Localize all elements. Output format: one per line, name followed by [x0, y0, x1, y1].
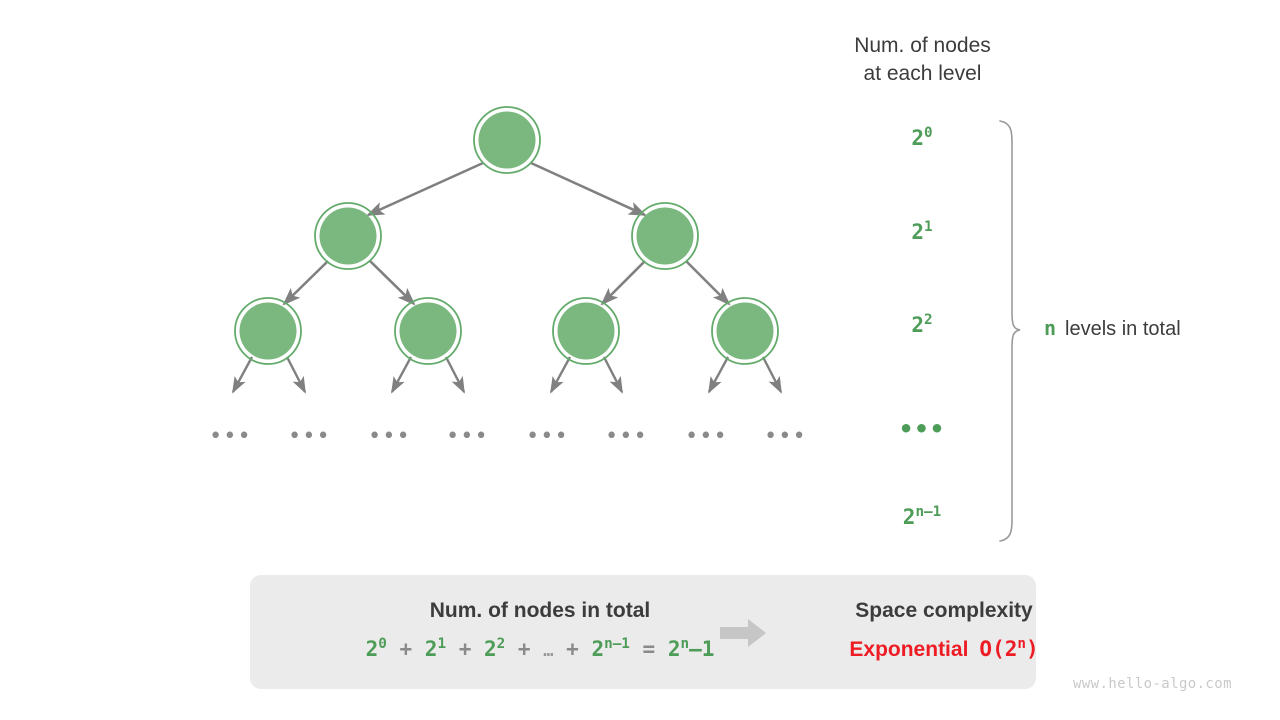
- tree-node-l1-0: [314, 202, 382, 270]
- level-label-exponent: n–1: [915, 504, 942, 520]
- edge-l2c-right: [602, 356, 624, 394]
- tree-ellipsis: •••: [764, 424, 807, 449]
- level-label-2: 22: [847, 313, 997, 337]
- tree-node-l2-3: [711, 297, 779, 365]
- level-label-ellipsis: •••: [847, 415, 997, 443]
- edge-l2d-left: [707, 356, 730, 394]
- formula-operator: +: [458, 637, 472, 661]
- levels-total-text: levels in total: [1065, 318, 1181, 340]
- summary-panel: Num. of nodes in total 20 + 21 + 22 + … …: [250, 575, 1039, 689]
- edge-root-left: [366, 161, 484, 217]
- level-label-base: 2: [911, 313, 925, 337]
- level-label-last: 2n–1: [847, 505, 997, 529]
- formula-result: 2n–1: [667, 636, 715, 661]
- edge-l1b-right: [685, 260, 731, 306]
- edge-l2d-right: [761, 356, 783, 394]
- formula-operator: +: [517, 637, 531, 661]
- tree-node-l2-2: [552, 297, 620, 365]
- watermark: www.hello-algo.com: [1073, 676, 1232, 692]
- levels-variable: n: [1044, 316, 1057, 340]
- edge-root-right: [530, 161, 647, 217]
- tree-ellipsis: •••: [368, 424, 411, 449]
- edge-l2c-left: [549, 356, 572, 394]
- edge-l2a-right: [285, 356, 307, 394]
- tree-ellipsis: •••: [526, 424, 569, 449]
- level-label-base: •••: [898, 415, 946, 443]
- tree-ellipsis: •••: [685, 424, 728, 449]
- space-complexity-title: Space complexity: [855, 599, 1033, 622]
- formula-term-last: 2n–1: [591, 636, 630, 661]
- levels-total-note: n levels in total: [1044, 316, 1181, 341]
- edge-l2b-right: [444, 356, 466, 394]
- edge-l1b-left: [600, 260, 646, 306]
- levels-brace: [999, 120, 1021, 542]
- formula-equals: =: [642, 637, 656, 661]
- levels-column-header-line1: Num. of nodes: [854, 34, 991, 57]
- edge-l1a-right: [369, 260, 416, 306]
- tree-edges-level-2: [231, 356, 783, 394]
- tree-node-l2-0: [234, 297, 302, 365]
- level-label-base: 2: [911, 126, 925, 150]
- nodes-total-formula: 20 + 21 + 22 + … + 2n–1 = 2n–1: [362, 637, 718, 661]
- tree-ellipsis: •••: [446, 424, 489, 449]
- formula-term-2: 22: [484, 636, 506, 661]
- formula-operator: +: [566, 637, 579, 661]
- edge-l2b-left: [390, 356, 413, 394]
- tree-ellipsis: •••: [209, 424, 252, 449]
- tree-nodes: [234, 106, 779, 365]
- complexity-word: Exponential: [849, 638, 969, 661]
- formula-operator: +: [399, 637, 413, 661]
- edge-l1a-left: [282, 260, 329, 306]
- level-label-base: 2: [902, 505, 916, 529]
- tree-node-root: [473, 106, 541, 174]
- nodes-total-title: Num. of nodes in total: [429, 599, 651, 622]
- level-label-exponent: 1: [924, 219, 933, 235]
- right-arrow-icon: [720, 619, 766, 647]
- level-label-exponent: 0: [924, 125, 933, 141]
- tree-node-l2-1: [394, 297, 462, 365]
- edge-l2a-left: [231, 356, 254, 394]
- tree-node-l1-1: [631, 202, 699, 270]
- complexity-notation: O(2n): [979, 636, 1039, 661]
- levels-column-header: Num. of nodes at each level: [780, 32, 1065, 88]
- levels-column-header-line2: at each level: [863, 61, 982, 85]
- tree-ellipsis: •••: [605, 424, 648, 449]
- space-complexity-value: Exponential O(2n): [774, 637, 1114, 662]
- formula-term-1: 21: [424, 636, 447, 661]
- formula-ellipsis: …: [543, 641, 554, 661]
- tree-edges-level-0: [366, 161, 647, 217]
- level-label-base: 2: [911, 220, 925, 244]
- formula-term-0: 20: [365, 636, 387, 661]
- level-label-0: 20: [847, 126, 997, 150]
- level-label-1: 21: [847, 220, 997, 244]
- tree-edges-level-1: [282, 260, 731, 306]
- tree-ellipsis: •••: [288, 424, 331, 449]
- level-label-exponent: 2: [924, 312, 933, 328]
